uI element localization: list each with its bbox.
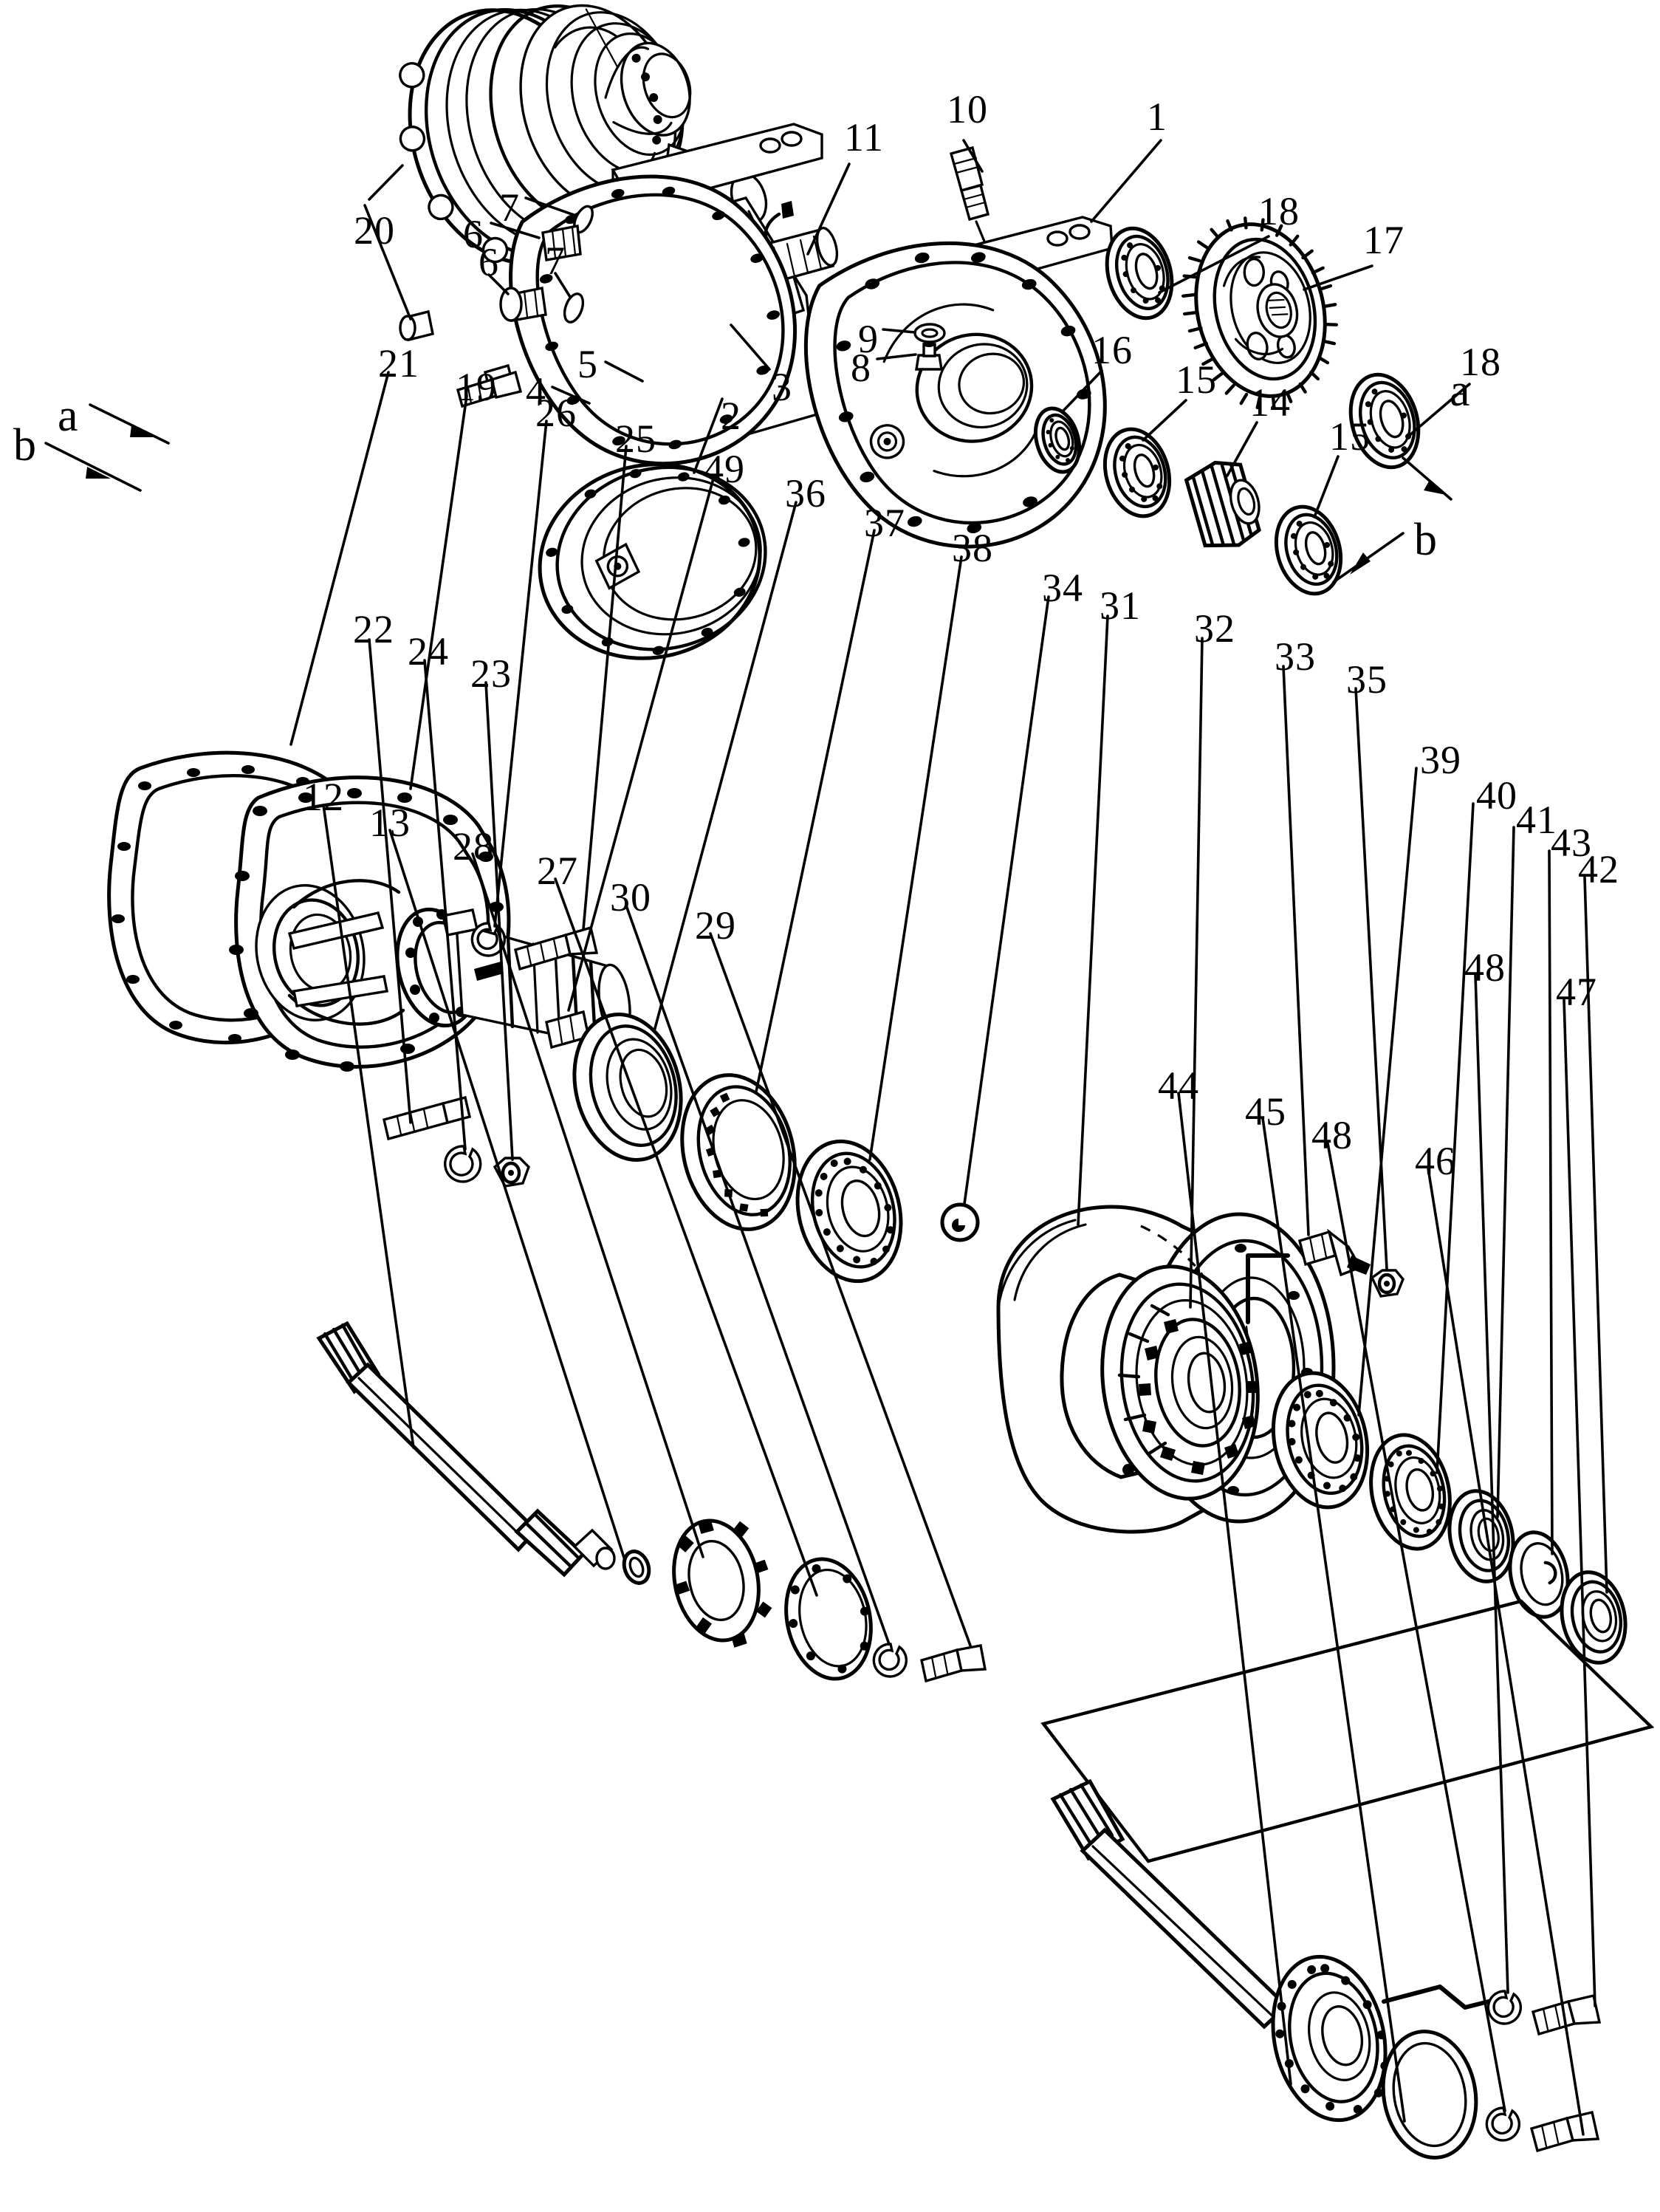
callout-10[interactable]: 10 (947, 87, 988, 131)
axle-drive-shaft-12 (316, 1321, 616, 1578)
callout-29[interactable]: 29 (695, 903, 736, 948)
callout-1[interactable]: 1 (1147, 95, 1167, 139)
callout-44[interactable]: 44 (1158, 1064, 1199, 1108)
callout-9[interactable]: 9 (858, 317, 879, 361)
section-marker-a-left[interactable]: a (58, 391, 78, 441)
callout-4[interactable]: 4 (526, 369, 546, 414)
bearing-cup-37 (680, 1073, 797, 1231)
callout-11[interactable]: 11 (844, 115, 884, 160)
callout-33[interactable]: 33 (1275, 634, 1316, 679)
differential-housing-flange (804, 242, 1107, 549)
bearing-15-right (1274, 504, 1343, 596)
bearing-16 (1033, 406, 1082, 474)
section-marker-a-top[interactable]: a (1450, 366, 1470, 416)
callout-45[interactable]: 45 (1245, 1089, 1286, 1134)
callout-48-upper[interactable]: 48 (1464, 945, 1506, 990)
callout-34[interactable]: 34 (1042, 566, 1083, 610)
callout-17[interactable]: 17 (1363, 218, 1405, 262)
callout-24[interactable]: 24 (408, 629, 449, 674)
callout-43[interactable]: 43 (1551, 821, 1592, 865)
washer-bolt-upper (1486, 1990, 1602, 2036)
callout-36[interactable]: 36 (785, 471, 826, 516)
callout-27[interactable]: 27 (537, 849, 578, 893)
callout-8[interactable]: 8 (851, 346, 871, 390)
callout-3[interactable]: 3 (772, 365, 792, 409)
ring-gear (1181, 216, 1339, 410)
o-ring-13 (622, 1550, 651, 1585)
taper-bearing-38 (795, 1139, 903, 1284)
callout-18-left[interactable]: 18 (1258, 189, 1300, 233)
callout-41[interactable]: 41 (1516, 798, 1557, 842)
upper-fasteners (456, 205, 594, 408)
callout-6-top[interactable]: 6 (463, 212, 484, 256)
callout-48-lower[interactable]: 48 (1311, 1113, 1353, 1157)
retainer-ring-42 (1560, 1570, 1628, 1665)
o-ring-gasket-45 (1381, 2030, 1478, 2160)
callout-23[interactable]: 23 (470, 651, 512, 696)
cover-bolt-group (872, 1643, 987, 1683)
callout-32[interactable]: 32 (1194, 606, 1235, 651)
section-marker-b-top[interactable]: b (1414, 515, 1437, 565)
callout-7-lower[interactable]: 7 (545, 239, 566, 283)
breather-fitting (949, 145, 997, 256)
callout-30[interactable]: 30 (610, 875, 651, 920)
bearing-39 (1271, 1371, 1370, 1510)
callout-16[interactable]: 16 (1091, 328, 1133, 372)
grease-fitting-group (1246, 1228, 1405, 1324)
callout-13[interactable]: 13 (369, 801, 411, 845)
drain-plug-group (913, 323, 946, 371)
callout-7-top[interactable]: 7 (499, 185, 520, 230)
callout-22[interactable]: 22 (353, 607, 394, 651)
spindle-hardware (382, 1095, 530, 1188)
callout-5[interactable]: 5 (577, 342, 598, 386)
oil-seal-36 (572, 1013, 683, 1162)
callout-39[interactable]: 39 (1420, 738, 1461, 782)
splined-coupling-14 (1184, 460, 1261, 548)
callout-25[interactable]: 25 (615, 417, 656, 461)
callout-31[interactable]: 31 (1100, 583, 1141, 628)
callout-42[interactable]: 42 (1578, 847, 1619, 891)
bearing-15-left (1102, 427, 1172, 518)
callout-6-lower[interactable]: 6 (479, 240, 499, 284)
callout-18-right[interactable]: 18 (1460, 340, 1501, 384)
callout-47[interactable]: 47 (1556, 970, 1597, 1014)
callout-37[interactable]: 37 (864, 501, 905, 545)
section-marker-b-left[interactable]: b (13, 420, 36, 470)
bearing-18-left (1105, 226, 1174, 321)
callout-12[interactable]: 12 (303, 775, 344, 819)
leader-lines (44, 139, 1608, 2136)
bell-flange-ring (509, 174, 797, 466)
ball-34 (940, 1202, 980, 1242)
carrier-bolt-group (470, 922, 599, 971)
callout-46[interactable]: 46 (1415, 1139, 1456, 1183)
axle-shaft-flange-44 (1040, 1599, 1655, 2123)
callout-28[interactable]: 28 (453, 824, 494, 869)
bearing-18-right (1348, 372, 1421, 470)
callout-40[interactable]: 40 (1476, 773, 1517, 818)
callout-21[interactable]: 21 (378, 341, 419, 386)
callout-49[interactable]: 49 (704, 447, 745, 491)
callout-2[interactable]: 2 (721, 394, 741, 438)
callout-19[interactable]: 19 (456, 365, 497, 409)
callout-20[interactable]: 20 (354, 208, 395, 253)
callout-15-right[interactable]: 15 (1329, 414, 1371, 459)
end-cover-plate (538, 462, 767, 660)
bearing-race-40 (1369, 1433, 1452, 1551)
callout-14[interactable]: 14 (1249, 380, 1291, 425)
pin-20 (399, 309, 434, 342)
callout-26[interactable]: 26 (535, 391, 577, 435)
callout-38[interactable]: 38 (952, 526, 993, 570)
leader-bracket-48 (1382, 1985, 1497, 2010)
cover-disc-27 (784, 1557, 873, 1681)
callout-35[interactable]: 35 (1346, 657, 1388, 702)
callout-15-left[interactable]: 15 (1176, 357, 1217, 402)
gasket-ring-28 (672, 1518, 772, 1648)
dowel-49 (545, 1010, 590, 1049)
